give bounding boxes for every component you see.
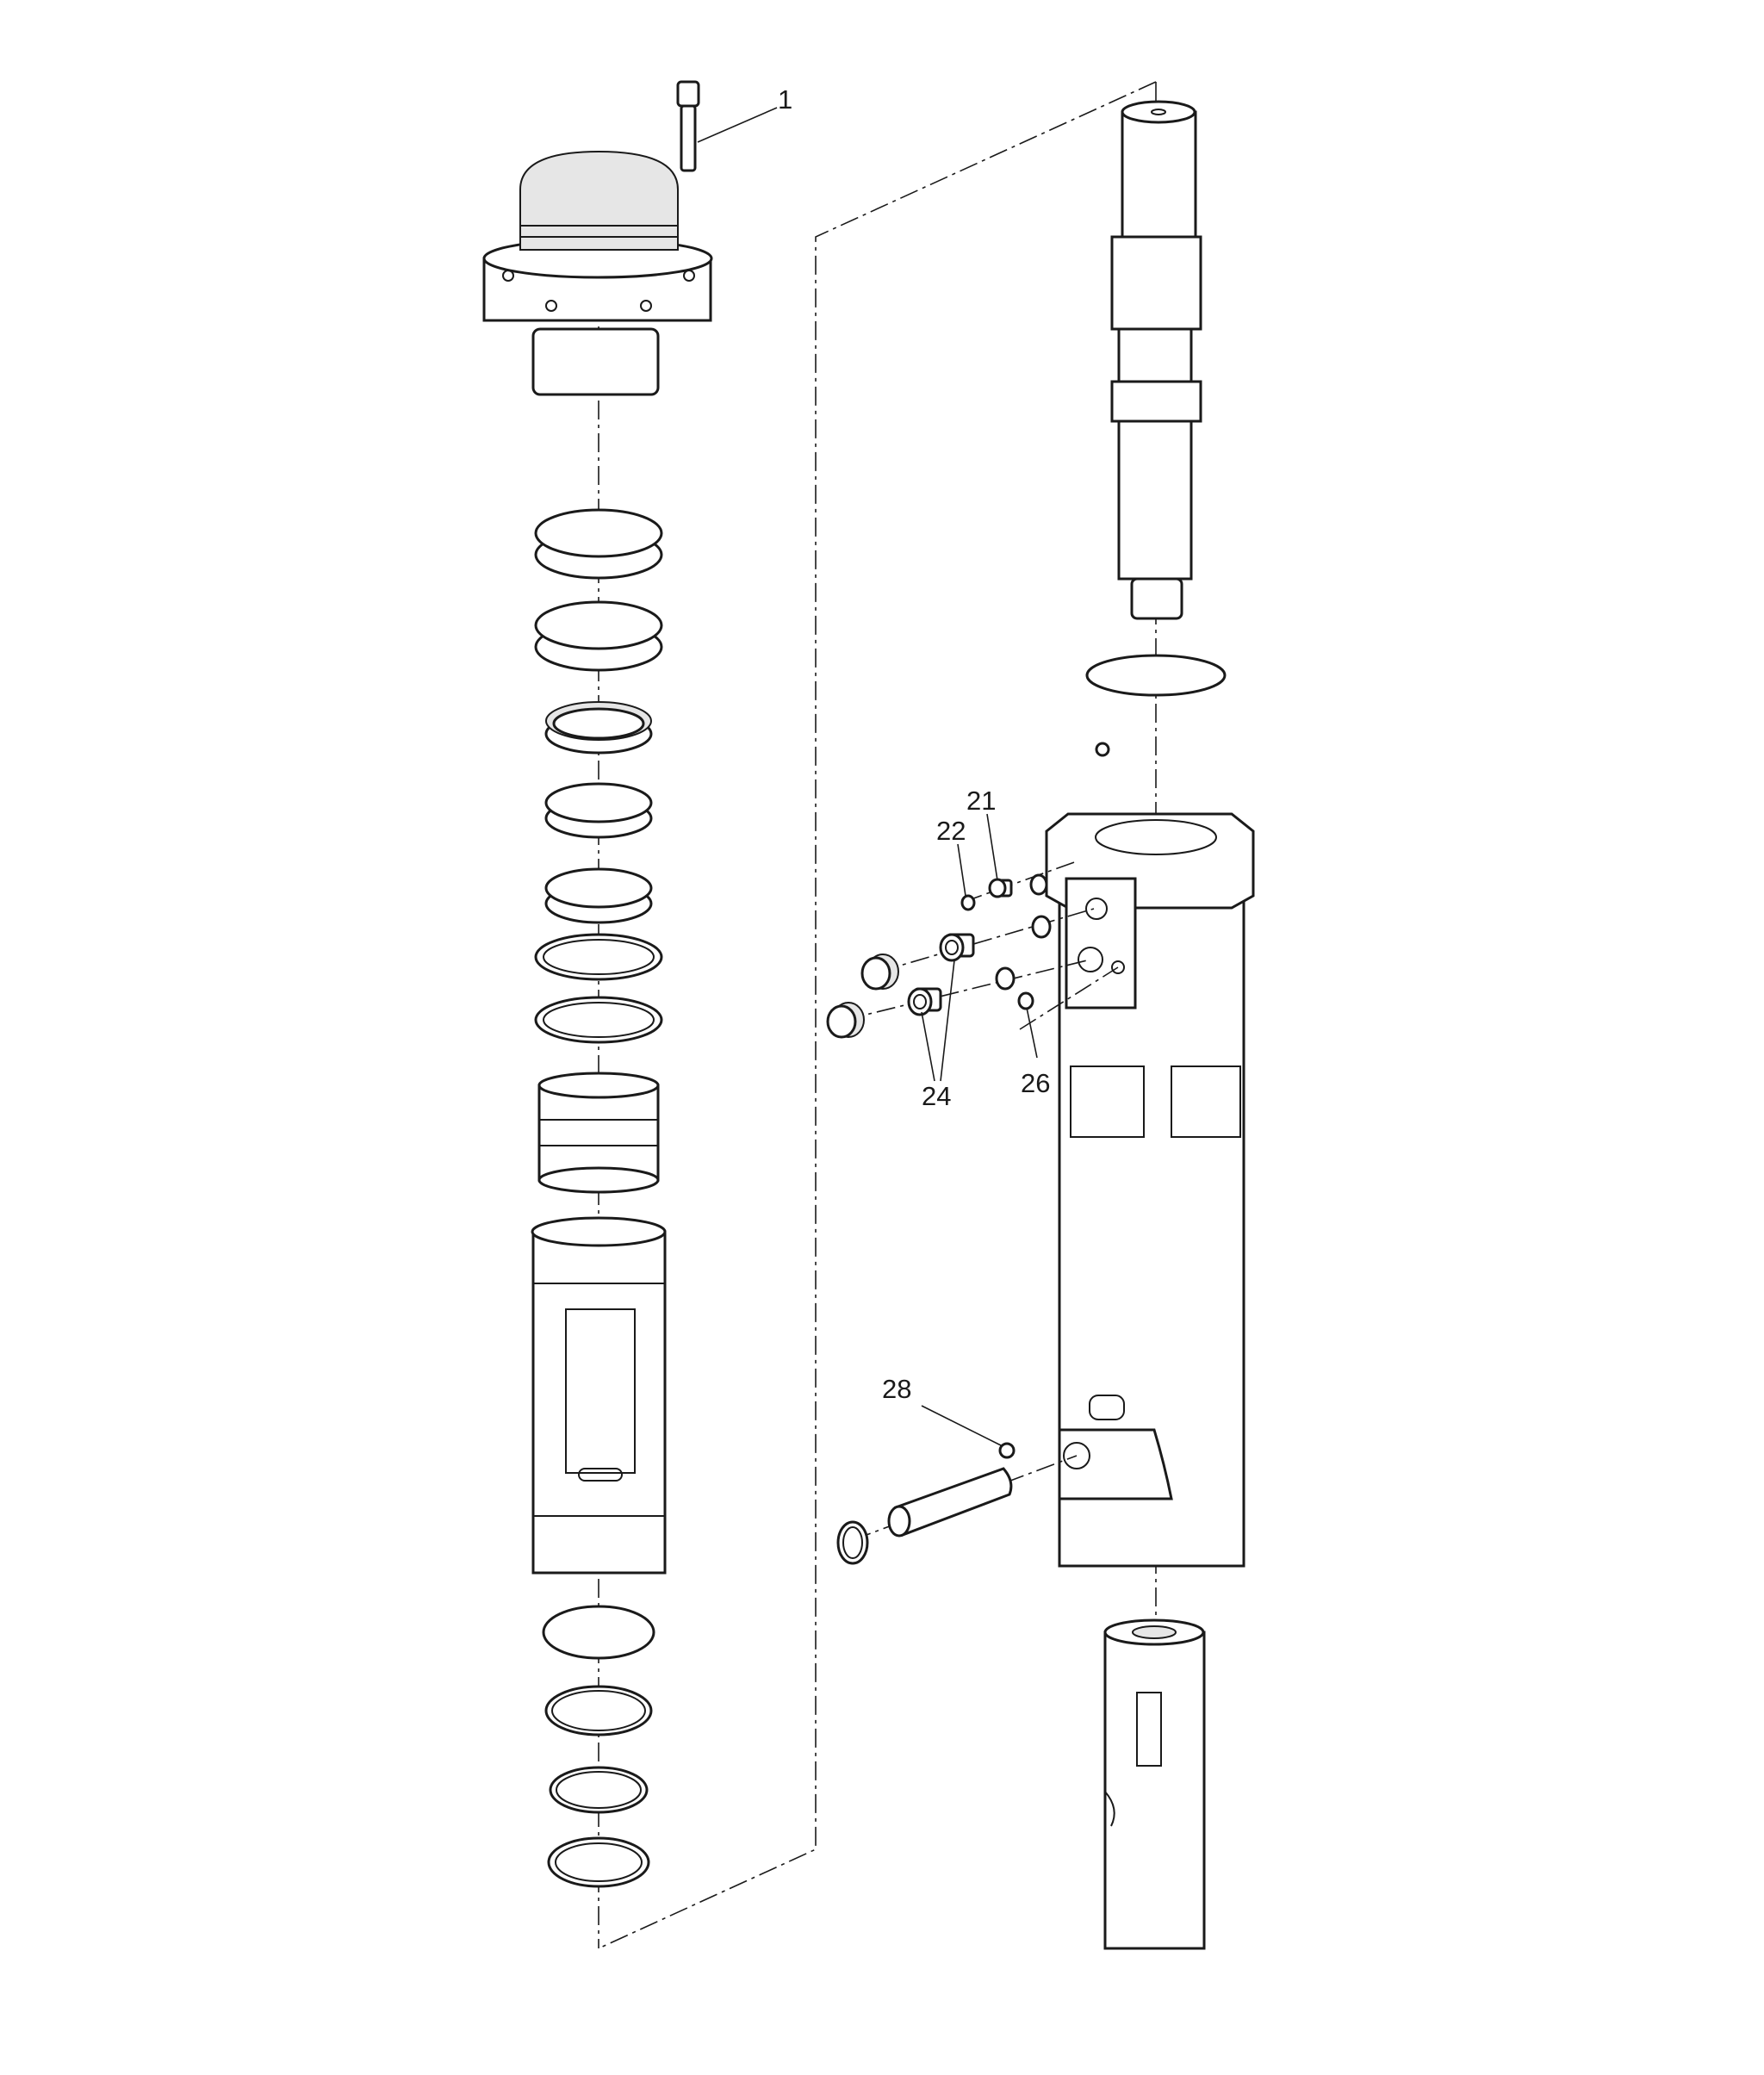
fitting-group <box>826 860 1119 1039</box>
callout-26: 26 <box>1021 1068 1050 1098</box>
nut <box>998 1442 1016 1459</box>
o-ring <box>1085 654 1227 697</box>
callout-24: 24 <box>922 1081 951 1111</box>
ring <box>544 782 653 839</box>
ring <box>547 1836 650 1888</box>
piston <box>1110 100 1202 620</box>
o-ring <box>1029 873 1048 896</box>
callout-1: 1 <box>778 84 792 115</box>
ring <box>534 600 663 672</box>
ring <box>549 1766 649 1814</box>
top-cap <box>482 150 713 396</box>
front-head <box>1103 1618 1206 1950</box>
callout-28: 28 <box>882 1374 911 1404</box>
o-ring <box>995 966 1016 991</box>
valve-sleeve <box>537 1072 660 1194</box>
fitting <box>939 933 975 962</box>
cylinder-liner <box>531 1216 667 1575</box>
knurled-cap <box>860 954 899 991</box>
plug <box>960 894 976 911</box>
knurled-cap <box>826 1002 865 1039</box>
cylinder-body <box>1045 742 1255 1568</box>
fitting <box>907 987 942 1016</box>
fitting <box>988 878 1013 898</box>
plug <box>1095 742 1110 757</box>
tube-group <box>836 1442 1078 1565</box>
ring <box>544 1685 653 1736</box>
seal-ring-stack <box>534 508 663 1044</box>
lower-ring-stack <box>542 1605 655 1888</box>
cap-screw <box>676 80 700 172</box>
callout-22: 22 <box>936 816 966 846</box>
ring <box>544 867 653 924</box>
ring <box>542 1605 655 1660</box>
o-ring <box>1031 915 1052 939</box>
callout-21: 21 <box>966 786 996 816</box>
callout-leaders <box>697 107 1038 1446</box>
ring <box>534 508 663 580</box>
ring <box>544 701 653 755</box>
plug <box>1017 991 1034 1010</box>
ring <box>534 933 663 981</box>
ring <box>534 996 663 1044</box>
